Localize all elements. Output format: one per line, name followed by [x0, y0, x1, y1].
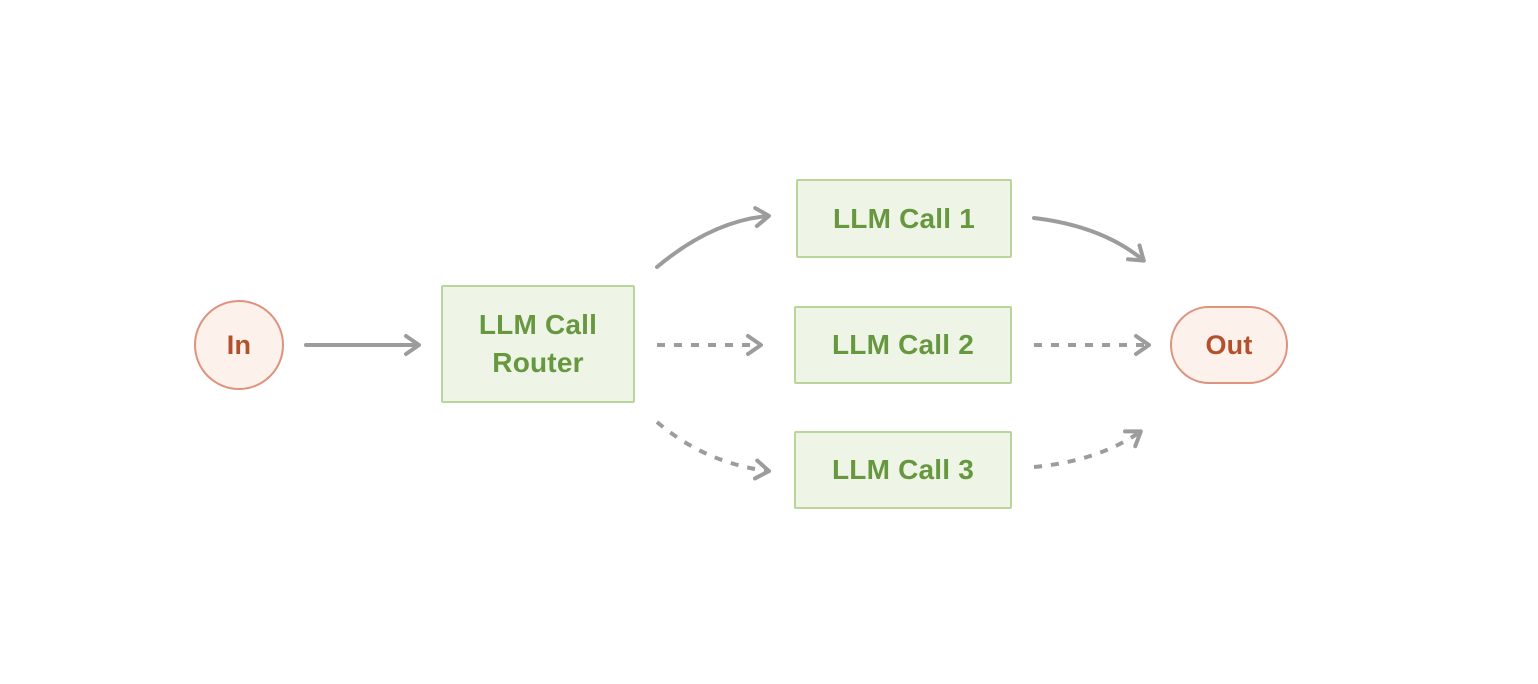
node-llm3-label: LLM Call 3 — [831, 454, 974, 486]
node-llm-call-1: LLM Call 1 — [796, 179, 1012, 258]
node-out-label: Out — [1205, 329, 1253, 360]
edge-router-to-llm1 — [655, 206, 771, 269]
node-llm1-label: LLM Call 1 — [832, 202, 975, 234]
edge-router-to-llm3 — [655, 420, 771, 481]
node-router-label: LLM Call Router — [478, 309, 598, 378]
node-llm-call-2: LLM Call 2 — [794, 306, 1012, 384]
node-in-label: In — [226, 329, 252, 360]
node-in: In — [194, 300, 284, 390]
node-out: Out — [1170, 306, 1288, 384]
edge-llm1-to-out — [1032, 216, 1146, 263]
edge-llm3-to-out — [1033, 429, 1143, 469]
node-llm2-label: LLM Call 2 — [831, 329, 974, 361]
node-llm-call-3: LLM Call 3 — [794, 431, 1012, 509]
node-llm-call-router: LLM Call Router — [441, 285, 635, 403]
